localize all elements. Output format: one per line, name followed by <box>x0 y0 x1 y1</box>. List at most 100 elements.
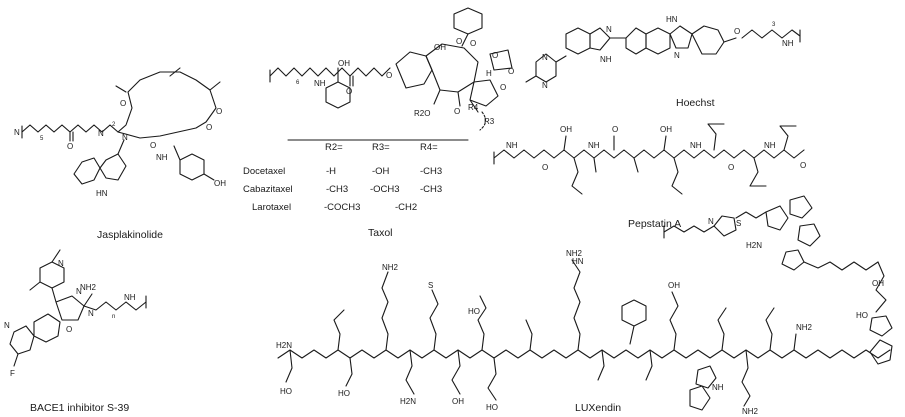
taxol-row-r4-larotaxel: -CH2 <box>395 202 417 213</box>
caption-hoechst: Hoechst <box>676 97 715 109</box>
caption-jasplakinolide: Jasplakinolide <box>97 229 163 241</box>
taxol-atom-o-1: O <box>386 71 392 80</box>
lux-atom-s-2: S <box>736 219 741 228</box>
pep-atom-o-1: O <box>542 163 548 172</box>
lux-atom-ho-1: HO <box>280 387 292 396</box>
hoechst-atom-hn: HN <box>666 15 678 24</box>
lux-atom-ho-2: HO <box>338 389 350 398</box>
pep-atom-o-2: O <box>612 125 618 134</box>
bace1-atom-f: F <box>10 369 15 378</box>
hoechst-atom-n-4: N <box>674 51 680 60</box>
lux-atom-h2n-3: H2N <box>746 241 762 250</box>
taxol-row-r4-cabazitaxel: -CH3 <box>420 184 442 195</box>
bace1-atom-nh: NH <box>124 293 136 302</box>
taxol-atom-r2o: R2O <box>414 109 430 118</box>
luxendin-structure: H2N HO NH2 HO H2N S OH HO HO HN NH2 OH N… <box>276 195 893 416</box>
bace1-atom-n-4: N <box>4 321 10 330</box>
taxol-row-name-docetaxel: Docetaxel <box>243 166 285 177</box>
lux-atom-nh2-3: NH2 <box>742 407 759 416</box>
caption-luxendin: LUXendin <box>575 402 621 414</box>
taxol-row-name-larotaxel: Larotaxel <box>252 202 291 213</box>
jasp-atom-o-3: O <box>216 107 222 116</box>
taxol-atom-r3: R3 <box>484 117 495 126</box>
taxol-atom-r4: R4 <box>468 103 479 112</box>
taxol-row-r4-docetaxel: -CH3 <box>420 166 442 177</box>
taxol-table-header-r3: R3= <box>372 142 390 153</box>
lux-atom-oh-1: OH <box>452 397 464 406</box>
lux-atom-h2n-1: H2N <box>276 341 292 350</box>
jasplakinolide-structure: N O N N O O O O NH HN OH 5 2 Jasplakinol… <box>14 67 226 241</box>
lux-atom-oh-2: OH <box>668 281 680 290</box>
bace1-atom-n-2: N <box>76 287 82 296</box>
taxol-atom-h: H <box>486 69 492 78</box>
taxol-atom-o-8: O <box>454 107 460 116</box>
lux-atom-ho-4: HO <box>486 403 498 412</box>
taxol-atom-o-5: O <box>492 51 498 60</box>
taxol-atom-o-6: O <box>500 83 506 92</box>
taxol-structure: O OH O NH OH O O O H O O R2O O R4 R3 6 R… <box>243 7 514 239</box>
taxol-row-r2-cabazitaxel: -CH3 <box>326 184 348 195</box>
hoechst-atom-o: O <box>734 27 740 36</box>
hoechst-sub-3: 3 <box>772 22 776 28</box>
lux-atom-nh-1: NH <box>712 383 724 392</box>
taxol-atom-oh-2: OH <box>434 43 446 52</box>
caption-taxol: Taxol <box>368 227 393 239</box>
hoechst-atom-n-1: N <box>542 53 548 62</box>
jasp-atom-o-4: O <box>206 123 212 132</box>
taxol-atom-o-7: O <box>508 67 514 76</box>
lux-atom-s-1: S <box>428 281 433 290</box>
lux-atom-n-1: N <box>708 217 714 226</box>
bace1-atom-n-1: N <box>58 259 64 268</box>
lux-atom-nh2-1: NH2 <box>382 263 399 272</box>
pep-atom-oh-2: OH <box>660 125 672 134</box>
hoechst-atom-nh-1: NH <box>600 55 612 64</box>
bace1-atom-nh2: NH2 <box>80 283 97 292</box>
bace1-atom-n-3: N <box>88 309 94 318</box>
jasp-atom-o-5: O <box>150 141 156 150</box>
taxol-atom-o-2: O <box>346 87 352 96</box>
hoechst-atom-nh-2: NH <box>782 39 794 48</box>
jasp-sub-5: 5 <box>40 136 44 142</box>
taxol-sub-6: 6 <box>296 80 300 86</box>
pep-atom-oh-1: OH <box>560 125 572 134</box>
pepstatin-structure: NH O OH NH O OH NH O NH O Pepstatin A <box>493 123 806 230</box>
taxol-row-r3-docetaxel: -OH <box>372 166 390 177</box>
pep-atom-nh-1: NH <box>506 141 518 150</box>
lux-atom-ho-5: HO <box>856 311 868 320</box>
bace1-structure: N N NH2 N O N F NH n BACE1 inhibitor S-3… <box>4 249 147 414</box>
jasp-atom-nh-1: NH <box>156 153 168 162</box>
taxol-row-name-cabazitaxel: Cabazitaxel <box>243 184 293 195</box>
jasp-atom-n-2: N <box>98 129 104 138</box>
lux-atom-hn-1: HN <box>572 257 584 266</box>
pep-atom-o-3: O <box>728 163 734 172</box>
taxol-atom-nh: NH <box>314 79 326 88</box>
bace1-sub-n: n <box>112 314 115 320</box>
lux-atom-nh2-2: NH2 <box>566 249 583 258</box>
taxol-row-r2-docetaxel: -H <box>326 166 336 177</box>
jasp-sub-2: 2 <box>112 122 116 128</box>
taxol-table-header-r4: R4= <box>420 142 438 153</box>
hoechst-atom-n-2: N <box>542 81 548 90</box>
pep-atom-nh-3: NH <box>690 141 702 150</box>
jasp-atom-oh: OH <box>214 179 226 188</box>
jasp-atom-o-2: O <box>120 99 126 108</box>
pep-atom-nh-2: NH <box>588 141 600 150</box>
taxol-row-r2-larotaxel: -COCH3 <box>324 202 360 213</box>
jasp-atom-hn: HN <box>96 189 108 198</box>
taxol-atom-o-3: O <box>456 37 462 46</box>
taxol-table-header-r2: R2= <box>325 142 343 153</box>
pep-atom-nh-4: NH <box>764 141 776 150</box>
lux-atom-oh-3: OH <box>872 279 884 288</box>
jasp-atom-n-1: N <box>14 128 20 137</box>
lux-atom-nh2-4: NH2 <box>796 323 813 332</box>
caption-bace1: BACE1 inhibitor S-39 <box>30 402 129 414</box>
caption-pepstatin: Pepstatin A <box>628 218 681 230</box>
jasp-atom-n-3: N <box>122 133 128 142</box>
taxol-atom-oh-1: OH <box>338 59 350 68</box>
jasp-atom-o-1: O <box>67 142 73 151</box>
pep-atom-o-4: O <box>800 161 806 170</box>
lux-atom-h2n-2: H2N <box>400 397 416 406</box>
hoechst-structure: N N NH N HN N O NH 3 Hoechst <box>525 15 801 109</box>
taxol-atom-o-4: O <box>470 39 476 48</box>
